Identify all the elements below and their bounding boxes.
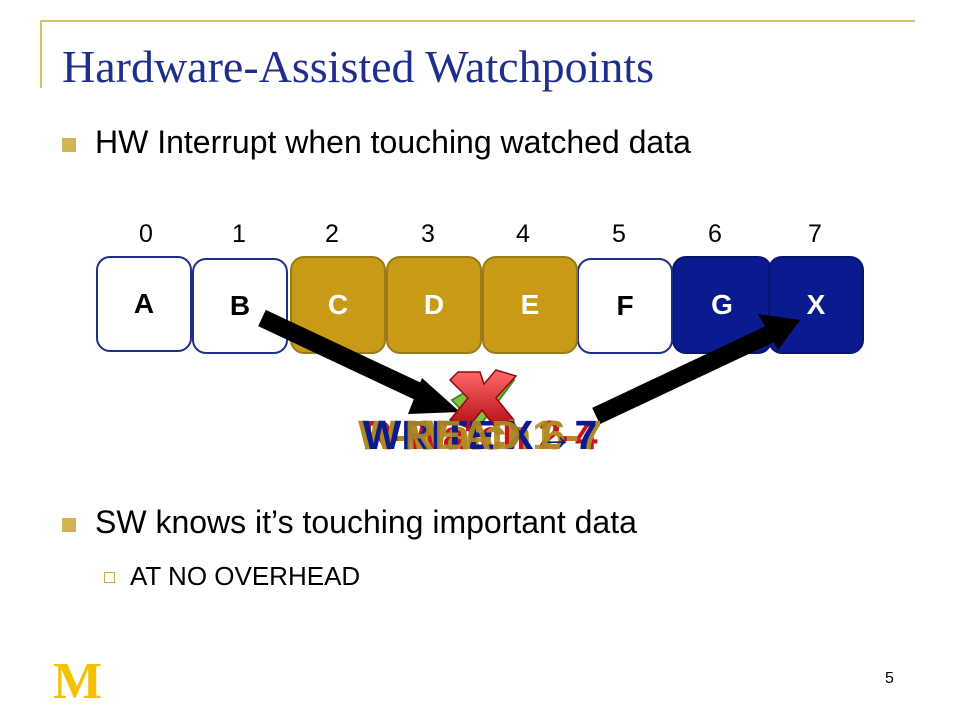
page-number: 5 [885, 670, 894, 687]
memory-cell-3: D [386, 256, 482, 354]
memory-index-0: 0 [139, 220, 153, 248]
label-write-x: WRITE X→7 [362, 412, 598, 458]
bullet-marker [62, 518, 76, 532]
label-r-watch: R-Watch 2-4 [362, 412, 598, 458]
memory-cell-5: F [577, 258, 673, 354]
label-read: READ 1 [404, 412, 556, 458]
memory-cell-0: A [96, 256, 192, 352]
read-arrow [258, 309, 460, 414]
university-logo: M [53, 660, 102, 704]
slide-frame-top [40, 20, 915, 22]
memory-index-5: 5 [612, 220, 626, 248]
memory-index-4: 4 [516, 220, 530, 248]
memory-cell-4: E [482, 256, 578, 354]
memory-index-1: 1 [232, 220, 246, 248]
memory-cell-1: B [192, 258, 288, 354]
memory-index-3: 3 [421, 220, 435, 248]
memory-index-2: 2 [325, 220, 339, 248]
slide-frame-left [40, 20, 42, 88]
logo-letter: M [53, 660, 102, 704]
sub-bullet-no-overhead: AT NO OVERHEAD [130, 561, 361, 591]
memory-index-6: 6 [708, 220, 722, 248]
slide-title: Hardware-Assisted Watchpoints [62, 41, 655, 92]
write-arrow [592, 314, 800, 425]
bullet-marker [62, 138, 76, 152]
cross-icon [448, 369, 518, 429]
bullet-sw-knows: SW knows it’s touching important data [95, 504, 637, 540]
memory-index-7: 7 [808, 220, 822, 248]
label-w-watch: W-Watch 6-7 [358, 412, 602, 458]
bullet-hw-interrupt: HW Interrupt when touching watched data [95, 124, 691, 160]
sub-bullet-marker [104, 572, 115, 583]
